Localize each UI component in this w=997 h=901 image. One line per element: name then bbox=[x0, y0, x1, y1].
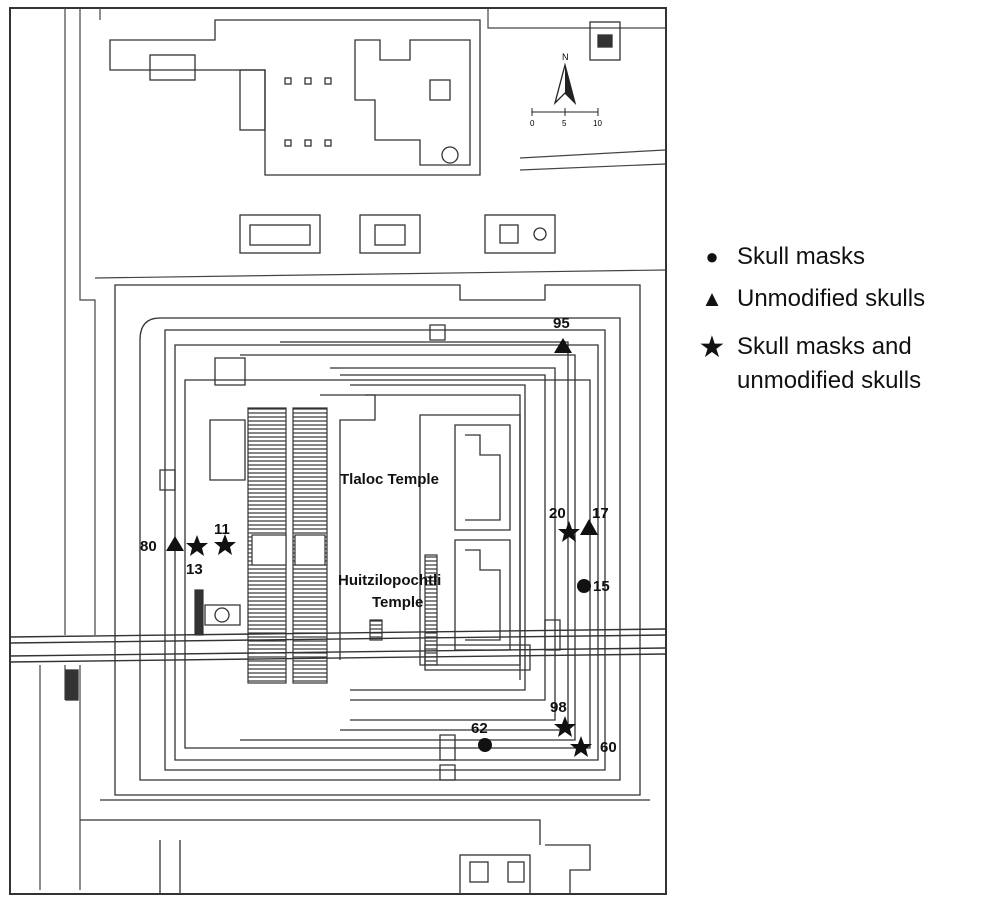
huitzilopochtli-temple-label-line1: Huitzilopochtli bbox=[338, 572, 441, 589]
marker-20-star-icon bbox=[558, 521, 580, 542]
marker-62-circle-icon bbox=[478, 738, 492, 752]
tlaloc-temple-label: Tlaloc Temple bbox=[340, 471, 439, 488]
star-icon: ★ bbox=[698, 331, 726, 364]
legend-skull-masks: ● Skull masks bbox=[697, 240, 865, 274]
circle-icon: ● bbox=[705, 244, 719, 269]
marker-60-star-icon bbox=[570, 736, 592, 757]
marker-60-label: 60 bbox=[600, 739, 617, 756]
modern-street bbox=[9, 628, 667, 663]
scale-label-10: 10 bbox=[593, 119, 602, 128]
northeast-structure bbox=[589, 21, 621, 61]
marker-95-label: 95 bbox=[553, 315, 570, 332]
marker-80-triangle-icon bbox=[166, 536, 184, 551]
legend-unmodified-skulls: ▲ Unmodified skulls bbox=[697, 282, 925, 316]
stairways bbox=[194, 407, 438, 684]
markers: 95 20 17 15 80 13 11 98 60 62 bbox=[140, 315, 617, 757]
marker-15-circle-icon bbox=[577, 579, 591, 593]
marker-20-label: 20 bbox=[549, 505, 566, 522]
temple-precinct bbox=[114, 284, 641, 796]
north-label: N bbox=[562, 52, 569, 62]
marker-62-label: 62 bbox=[471, 720, 488, 737]
marker-15-label: 15 bbox=[593, 578, 610, 595]
small-platforms bbox=[239, 214, 556, 254]
marker-17-label: 17 bbox=[592, 505, 609, 522]
north-building bbox=[109, 19, 481, 176]
legend-both-label: Skull masks and unmodified skulls bbox=[737, 330, 921, 398]
marker-80-label: 80 bbox=[140, 538, 157, 555]
legend-skull-masks-label: Skull masks bbox=[737, 243, 866, 270]
marker-13-label: 13 bbox=[186, 561, 203, 578]
map-frame bbox=[9, 7, 667, 895]
huitzilopochtli-temple-label-line2: Temple bbox=[372, 594, 423, 611]
marker-17-triangle-icon bbox=[580, 519, 598, 535]
west-street bbox=[39, 8, 101, 890]
scale-label-0: 0 bbox=[530, 119, 535, 128]
north-street bbox=[94, 8, 666, 279]
marker-98-label: 98 bbox=[550, 699, 567, 716]
marker-11-label: 11 bbox=[214, 521, 230, 538]
legend-both-line1: Skull masks and bbox=[737, 333, 912, 360]
triangle-icon: ▲ bbox=[701, 286, 723, 311]
compass: N 0 5 10 bbox=[530, 52, 602, 128]
legend-both: ★ Skull masks and unmodified skulls bbox=[697, 330, 922, 398]
legend-unmodified-skulls-label: Unmodified skulls bbox=[737, 285, 926, 312]
marker-11-star-icon bbox=[214, 534, 236, 555]
legend-both-line2: unmodified skulls bbox=[737, 367, 922, 394]
marker-98-star-icon bbox=[554, 716, 576, 737]
scale-label-5: 5 bbox=[562, 119, 567, 128]
marker-95-triangle-icon bbox=[554, 338, 572, 353]
south-structures bbox=[65, 669, 650, 895]
marker-13-star-icon bbox=[186, 535, 208, 556]
